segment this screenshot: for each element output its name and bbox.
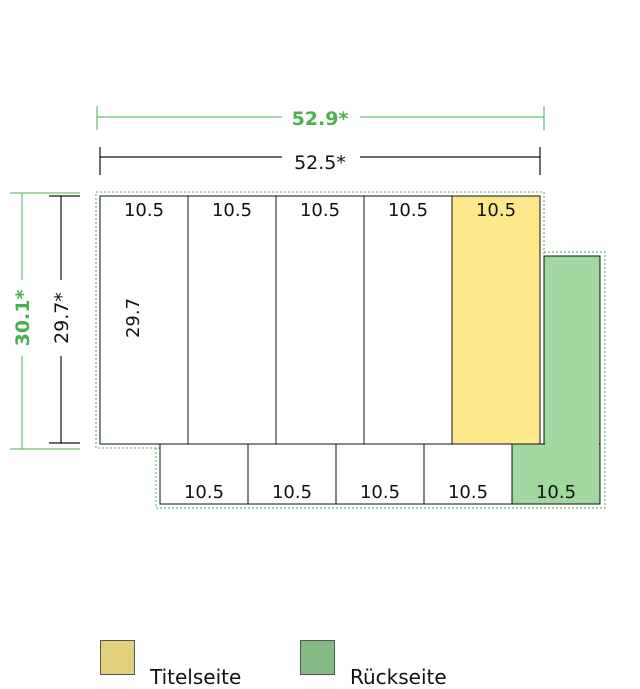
bottom-panel-3-label: 10.5	[360, 482, 400, 503]
bottom-panel-back-page	[511, 443, 601, 505]
inner-height-label: 29.7*	[51, 292, 73, 344]
top-panel-1-label: 10.5	[124, 200, 164, 221]
legend-title-page: Titelseite	[100, 640, 241, 687]
bottom-sheet-dashed-outline	[155, 251, 606, 509]
bottom-panel-1	[159, 443, 249, 505]
top-panel-2	[187, 195, 277, 445]
bottom-panel-4-label: 10.5	[448, 482, 488, 503]
top-panel-4	[363, 195, 453, 445]
bottom-panel-2	[247, 443, 337, 505]
title-page-swatch	[100, 640, 135, 675]
bottom-panel-3	[335, 443, 425, 505]
legend-back-page: Rückseite	[300, 640, 447, 687]
bottom-sheet: 10.5 10.5 10.5 10.5 10.5	[159, 443, 601, 505]
outer-width-dimension: 52.9*	[96, 106, 545, 130]
inner-height-dimension: 29.7*	[49, 195, 80, 444]
outer-width-label: 52.9*	[292, 108, 349, 130]
top-panel-4-label: 10.5	[388, 200, 428, 221]
outer-height-dimension: 30.1*	[10, 192, 80, 450]
bottom-panel-1-label: 10.5	[184, 482, 224, 503]
inner-width-label: 52.5*	[294, 152, 346, 174]
back-page-panel	[543, 255, 601, 445]
top-panel-2-label: 10.5	[212, 200, 252, 221]
top-panel-3	[275, 195, 365, 445]
top-panel-3-label: 10.5	[300, 200, 340, 221]
outer-height-label: 30.1*	[12, 290, 34, 347]
bottom-panel-2-label: 10.5	[272, 482, 312, 503]
back-page-label: Rückseite	[350, 665, 447, 689]
bottom-panel-5-label: 10.5	[536, 482, 576, 503]
top-panel-title-page	[451, 195, 541, 445]
panel-height-label: 29.7	[123, 298, 144, 338]
inner-width-dimension: 52.5*	[99, 147, 541, 175]
title-page-label: Titelseite	[150, 665, 242, 689]
top-sheet: 10.5 10.5 10.5 10.5 10.5 29.7	[99, 195, 541, 445]
back-page-swatch	[300, 640, 335, 675]
top-panel-5-label: 10.5	[476, 200, 516, 221]
top-panel-1	[99, 195, 189, 445]
